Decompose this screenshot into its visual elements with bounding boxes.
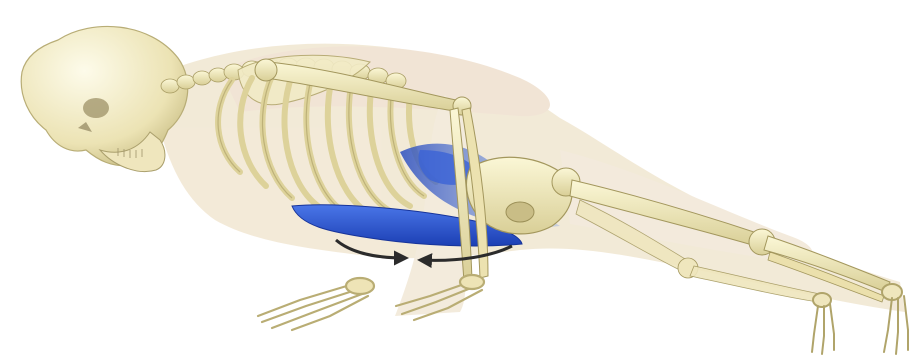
left-foot [812, 293, 834, 354]
hip-socket [506, 202, 534, 222]
left-hand [258, 278, 374, 330]
shoulder-joint [255, 59, 277, 81]
eye-socket [83, 98, 109, 118]
skull [21, 26, 188, 171]
right-foot [882, 284, 908, 354]
